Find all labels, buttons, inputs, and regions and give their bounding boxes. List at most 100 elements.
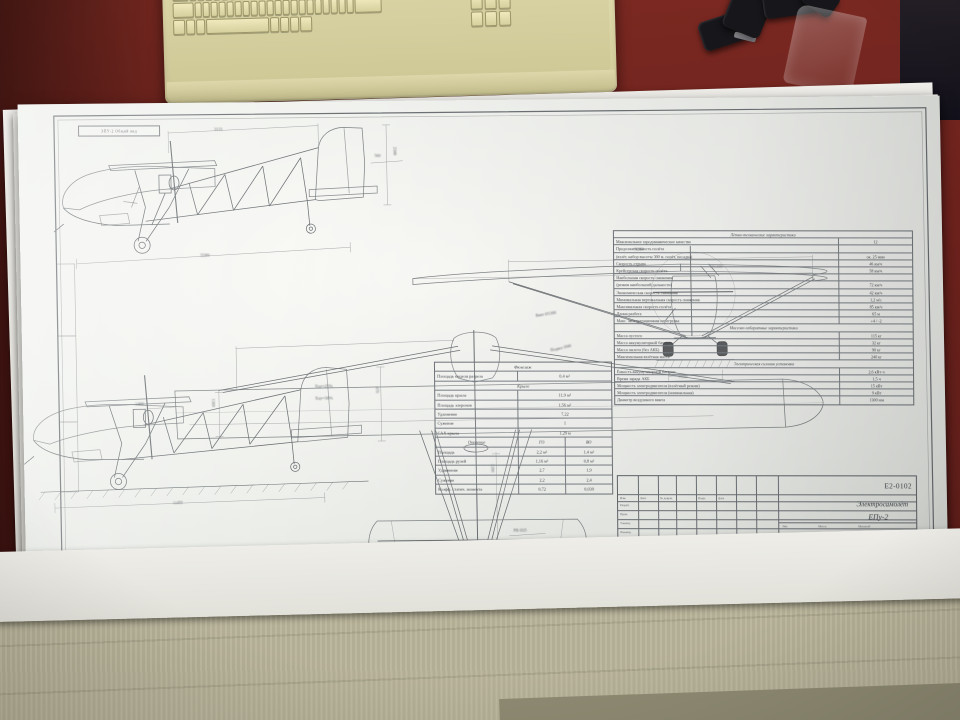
- keyboard-key[interactable]: [314, 0, 322, 15]
- keyboard-key[interactable]: [172, 2, 194, 19]
- keyboard-key[interactable]: [195, 19, 205, 35]
- geom-row-value: 11,9 м²: [517, 390, 612, 400]
- geom-row-value: 2,4: [565, 475, 613, 484]
- keyboard-key[interactable]: [322, 0, 330, 14]
- dim-fuselage-length: 3131: [213, 126, 223, 132]
- keyboard-key[interactable]: [185, 19, 195, 35]
- geom-row-name: Удлинение: [437, 411, 458, 417]
- geom-row-name: Сужение: [437, 421, 454, 427]
- spec-row-name: (взлёт, набор высоты 300 м, полёт, посад…: [616, 253, 693, 259]
- keyboard-key[interactable]: [258, 0, 266, 16]
- keyboard-key[interactable]: [172, 19, 185, 36]
- geom-row-name: Площадь миделя разреза: [437, 374, 483, 380]
- geom-column-header: ВО: [564, 437, 612, 447]
- geom-row-value: 1,4 м²: [564, 447, 612, 456]
- spec-row-name: Длина разбега: [616, 311, 642, 317]
- keyboard-key[interactable]: [354, 0, 382, 13]
- keyboard-key[interactable]: [306, 0, 314, 15]
- keyboard-key[interactable]: [299, 16, 312, 32]
- geom-section-title: Оперение: [467, 439, 486, 445]
- spec-row-value: 65 м: [838, 310, 913, 317]
- keyboard-key[interactable]: [218, 1, 226, 17]
- dim-overall-length-bottom: 5589: [172, 500, 183, 506]
- geom-row-value: 2,2: [518, 475, 566, 484]
- keyboard-key[interactable]: [194, 2, 202, 18]
- keyboard-nav-key[interactable]: [484, 10, 498, 27]
- keyboard-key[interactable]: [269, 17, 279, 33]
- keyboard-key[interactable]: [250, 0, 258, 16]
- dim-tail-chord: 670: [374, 386, 380, 394]
- keyboard-key[interactable]: [210, 1, 218, 17]
- keyboard-key[interactable]: [226, 1, 234, 17]
- keyboard-key[interactable]: [242, 0, 250, 17]
- spec-row-name: Экономическая скорость снижения: [616, 289, 678, 295]
- geom-row-value: 0,039: [565, 484, 613, 495]
- keyboard-nav-key[interactable]: [470, 0, 483, 10]
- geom-row: Площадь миделя разреза 0,4 м²: [435, 371, 612, 382]
- keyboard-key[interactable]: [289, 16, 299, 32]
- keyboard-key[interactable]: [274, 0, 282, 16]
- geom-row-value: 0,4 м²: [517, 371, 612, 381]
- tb-label-lit: Лит.: [782, 524, 788, 529]
- tb-label-masshtab: Масштаб: [858, 524, 871, 529]
- geom-row-value: 7,22: [517, 409, 612, 418]
- keyboard-key[interactable]: [189, 0, 196, 1]
- spec-row-name: (режим наибольшей дальности): [616, 282, 672, 288]
- keyboard-key[interactable]: [202, 2, 210, 18]
- keyboard-numpad[interactable]: [531, 0, 612, 68]
- dim-wing-set: 1480: [135, 401, 144, 407]
- spec-row-value: 1300 мм: [839, 396, 914, 404]
- keyboard-key[interactable]: [266, 0, 274, 16]
- spec-row-value: [838, 245, 913, 253]
- geom-row-value: 1,56 м²: [517, 400, 612, 409]
- geom-row-name: Коэфф. статич. момента: [438, 486, 483, 492]
- geom-section-title: Крыло: [517, 383, 530, 389]
- tb-label-data: Дата: [718, 496, 725, 501]
- spec-row-value: +4 / -2: [838, 317, 913, 324]
- dim-cg-aft: Хцт=30%: [314, 395, 334, 401]
- keyboard-nav-key[interactable]: [498, 0, 511, 9]
- keyboard-nav-cluster[interactable]: [469, 0, 528, 70]
- keyboard-key[interactable]: [172, 0, 188, 2]
- keyboard-nav-key[interactable]: [470, 11, 484, 27]
- geom-row-value: 0,72: [518, 484, 566, 495]
- keyboard-key[interactable]: [290, 0, 298, 15]
- keyboard-nav-key[interactable]: [484, 0, 497, 10]
- drawing-name-line1: Электросамолёт: [856, 500, 909, 509]
- spec-row-name: Мощность электродвигателя (номинальная): [617, 390, 694, 396]
- geom-row-name: САХ крыла: [437, 430, 459, 436]
- keyboard-key[interactable]: [282, 0, 290, 15]
- keyboard-key[interactable]: [338, 0, 346, 14]
- spec-row-value: 42 км/ч: [838, 288, 913, 296]
- spec-row-value: 2,6 кВт·ч: [838, 367, 914, 375]
- geom-section-heading: Крыло: [435, 381, 612, 391]
- spec-row-value: 1,5 ч: [839, 375, 914, 382]
- keyboard-key[interactable]: [234, 1, 242, 17]
- keyboard-key[interactable]: [346, 0, 354, 14]
- spec-row-value: 72 км/ч: [838, 281, 913, 288]
- keyboard-nav-key[interactable]: [498, 10, 512, 26]
- tb-label-izm: Изм.: [620, 496, 627, 501]
- keyboard[interactable]: [160, 0, 618, 105]
- keyboard-key[interactable]: [298, 0, 306, 15]
- spec-section-title: Лётно-технические характеристики: [730, 232, 796, 238]
- spec-row-name: Диаметр воздушного винта: [617, 397, 665, 403]
- engineering-drawing[interactable]: ЭПУ-2 Общий вид 3131 5589 2300 560 9200 …: [17, 95, 949, 590]
- spec-row-value: 90 кг: [838, 346, 913, 353]
- spec-row: Диаметр воздушного винта 1300 мм: [615, 396, 914, 404]
- spec-row-value: 12: [837, 238, 913, 245]
- tb-label-tkontr: Т.контр.: [620, 521, 631, 526]
- keyboard-key[interactable]: [330, 0, 338, 14]
- tb-label-podp: Подп.: [698, 496, 706, 501]
- spec-section-title: Электрическая силовая установка: [733, 361, 795, 367]
- tb-label-razrab: Разраб.: [620, 503, 630, 508]
- keyboard-key[interactable]: [205, 17, 269, 35]
- dim-elev-note: РВ Ø25: [513, 527, 527, 533]
- keyboard-key[interactable]: [279, 16, 289, 33]
- dim-height: 2300: [392, 146, 398, 156]
